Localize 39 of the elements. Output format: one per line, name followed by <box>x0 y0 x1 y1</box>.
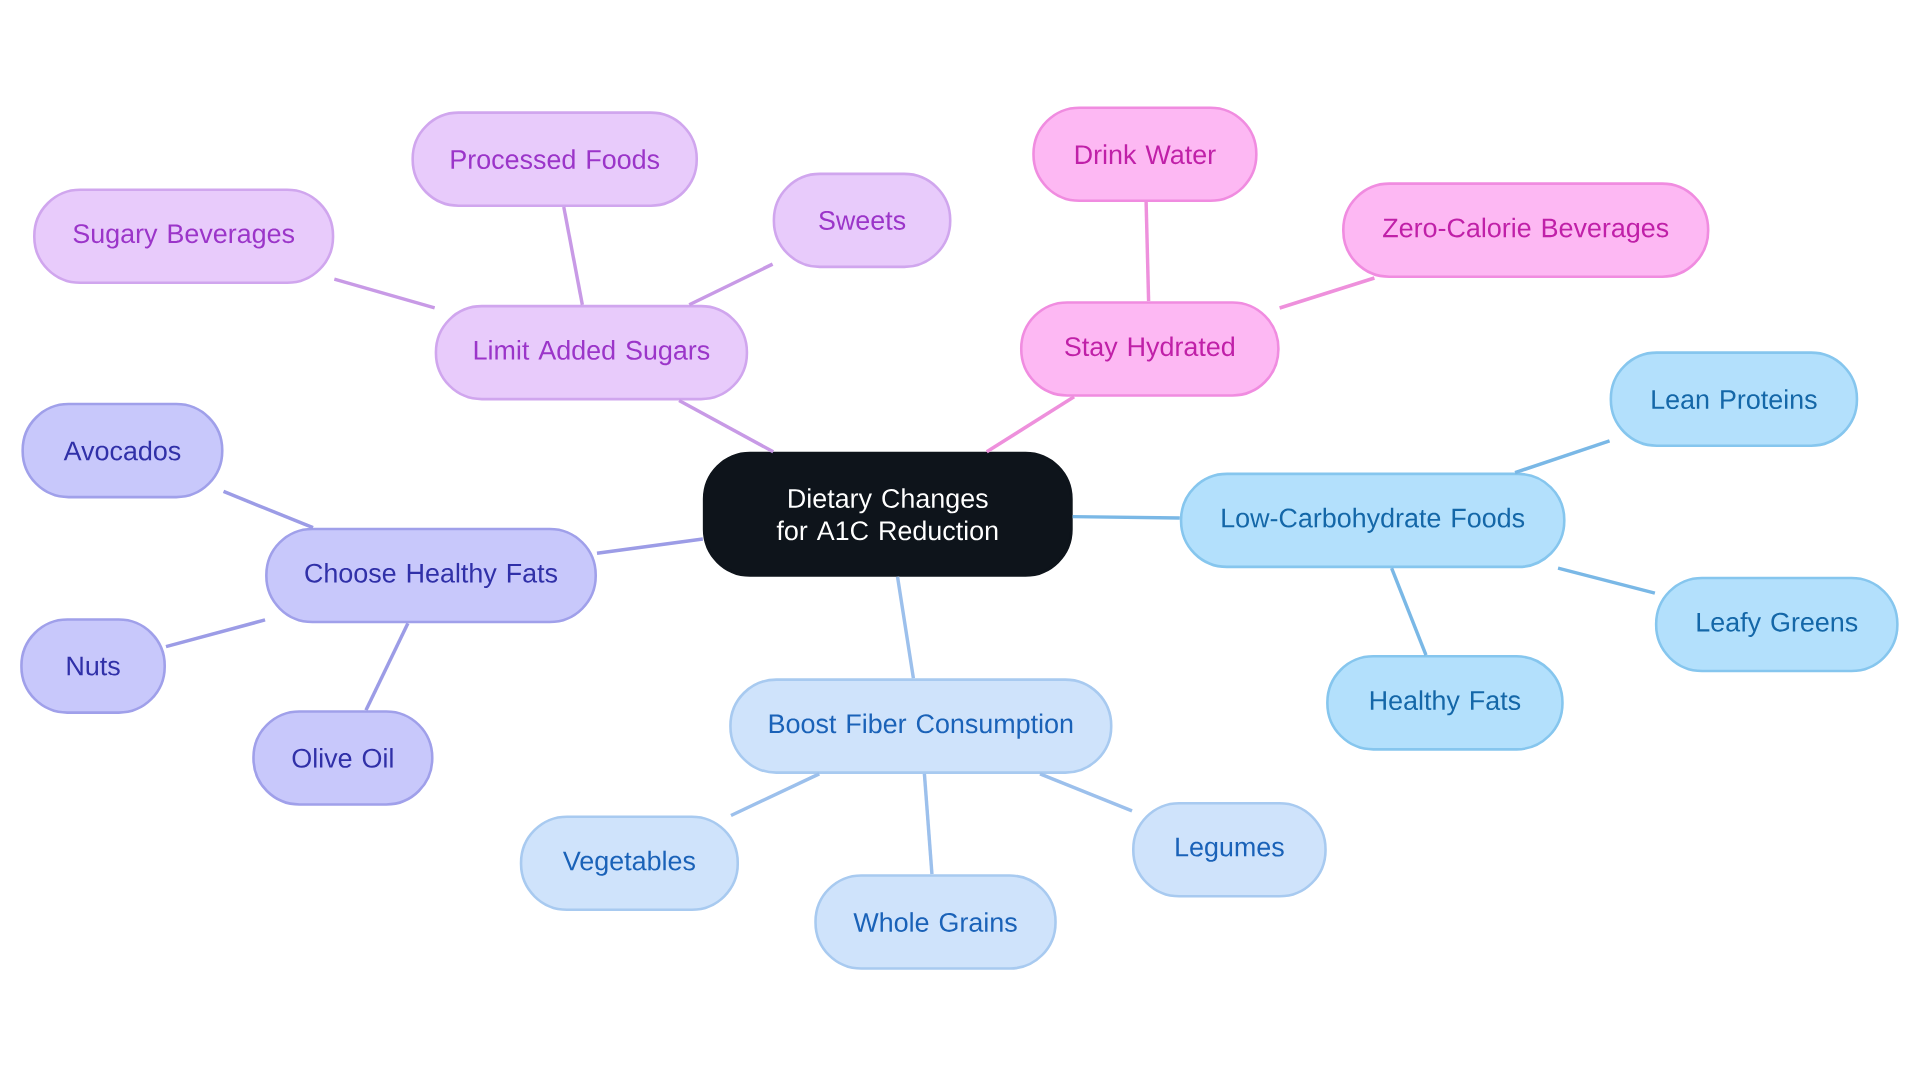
subtopic-box: Leafy Greens <box>1654 576 1899 673</box>
subtopic-box: Limit Added Sugars <box>434 304 749 401</box>
subtopic-box: Avocados <box>21 402 224 499</box>
subtopic-box: Low-Carbohydrate Foods <box>1179 472 1566 568</box>
connector-line <box>222 489 314 530</box>
connector-line <box>688 262 774 307</box>
connector-line <box>1039 772 1133 813</box>
connector-line <box>1514 439 1611 474</box>
subtopic-box: Vegetables <box>519 815 740 911</box>
subtopic-box: Stay Hydrated <box>1019 300 1280 397</box>
connector-line <box>562 206 585 305</box>
connector-line <box>678 398 775 454</box>
subtopic-box: Legumes <box>1132 801 1327 898</box>
subtopic-box: Lean Proteins <box>1609 351 1859 447</box>
connector-line <box>596 537 704 555</box>
connector-line <box>1557 566 1656 595</box>
subtopic-box: Sweets <box>772 172 952 268</box>
subtopic-box: Zero-Calorie Beverages <box>1342 182 1710 278</box>
connector-line <box>333 277 436 310</box>
subtopic-box: Boost Fiber Consumption <box>729 678 1113 774</box>
connector-line <box>1144 201 1151 301</box>
connector-line <box>1279 276 1375 310</box>
subtopic-box: Sugary Beverages <box>33 188 335 284</box>
subtopic-box: Whole Grains <box>814 874 1057 970</box>
connector-line <box>165 618 266 648</box>
topic-box: Dietary Changes for A1C Reduction <box>702 451 1073 577</box>
connector-line <box>922 773 934 875</box>
connector-line <box>1390 567 1428 656</box>
subtopic-box: Nuts <box>20 618 166 714</box>
connector-line <box>895 576 916 679</box>
connector-line <box>1072 514 1180 520</box>
connector-line <box>730 772 820 817</box>
subtopic-box: Drink Water <box>1032 106 1258 202</box>
subtopic-box: Healthy Fats <box>1326 654 1564 751</box>
subtopic-box: Olive Oil <box>252 709 434 806</box>
subtopic-box: Choose Healthy Fats <box>265 527 597 624</box>
connector-line <box>985 395 1075 453</box>
subtopic-box: Processed Foods <box>411 111 698 207</box>
connector-line <box>364 622 410 711</box>
